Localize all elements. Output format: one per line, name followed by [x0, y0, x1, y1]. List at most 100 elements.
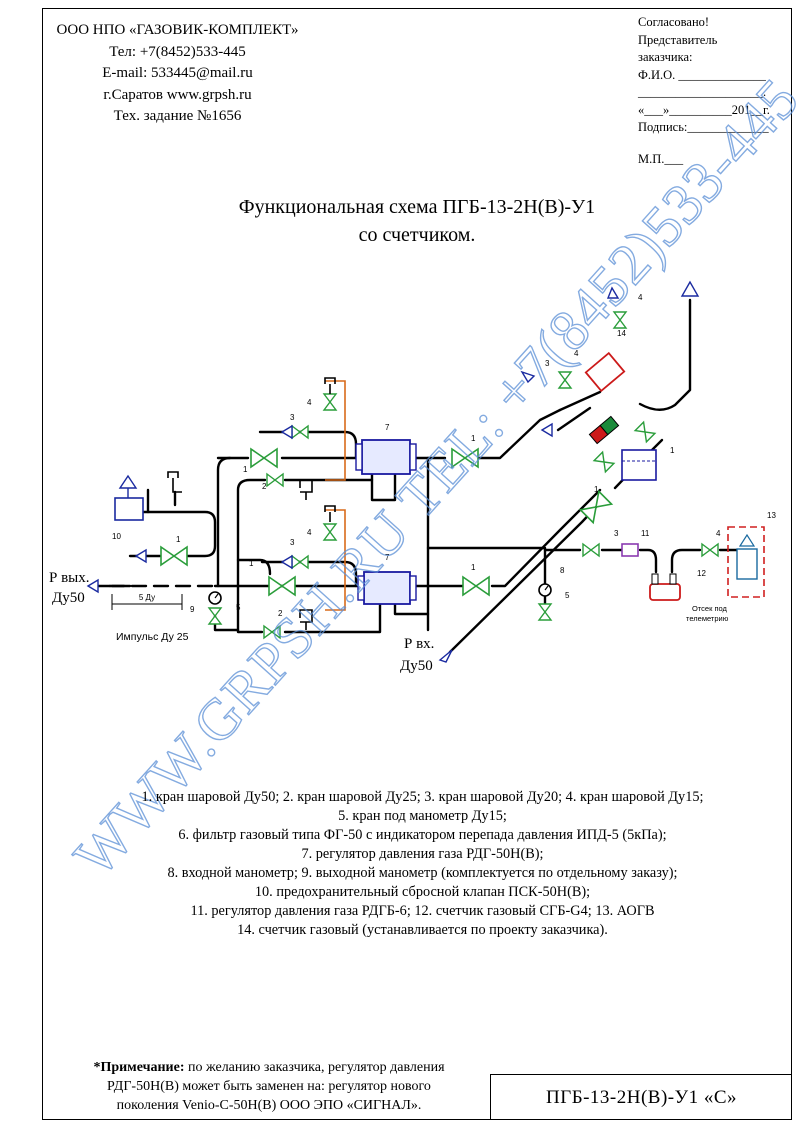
- ball-valve-4: [558, 371, 572, 389]
- outlet-label: Р вых.: [49, 570, 90, 586]
- ball-valve-4: [323, 393, 337, 411]
- approval-line: ____________________.: [638, 85, 767, 99]
- position-number: 2: [262, 482, 267, 491]
- manometer-valve-5: [538, 603, 552, 621]
- ball-valve-1: [160, 546, 188, 566]
- position-number: 14: [617, 329, 626, 338]
- position-number: 2: [278, 609, 283, 618]
- relief-valve-10: [114, 474, 144, 521]
- approval-line: Ф.И.О. ______________: [638, 67, 766, 82]
- vent-arrow: [540, 422, 553, 438]
- position-number: 12: [697, 569, 706, 578]
- vent-arrow: [280, 554, 293, 570]
- filter-box: [621, 449, 657, 481]
- inlet-size: Ду50: [400, 658, 433, 674]
- ball-valve: [634, 421, 656, 443]
- ball-valve: [593, 451, 615, 473]
- legend-line: 8. входной манометр; 9. выходной маномет…: [167, 865, 678, 881]
- position-number: 4: [716, 529, 721, 538]
- note-prefix: *Примечание:: [93, 1060, 185, 1075]
- ball-valve-2: [263, 625, 281, 639]
- legend-line: 1. кран шаровой Ду50; 2. кран шаровой Ду…: [141, 789, 704, 805]
- telemetry-label-2: телеметрию: [686, 614, 729, 623]
- ball-valve-4: [701, 543, 719, 557]
- note-text: по желанию заказчика, регулятор давления: [184, 1060, 445, 1075]
- note-text: поколения Venio-C-50Н(В) ООО ЭПО «СИГНАЛ…: [116, 1098, 422, 1113]
- position-number: 4: [307, 398, 312, 407]
- dimension-5du: 5 Ду: [111, 593, 183, 610]
- legend-line: 6. фильтр газовый типа ФГ-50 с индикатор…: [178, 827, 667, 843]
- ball-valve-1: [451, 448, 479, 468]
- inlet-arrow: [438, 649, 453, 663]
- position-number: 3: [290, 413, 295, 422]
- position-number: 3: [290, 538, 295, 547]
- approval-stamp-place: М.П.___: [638, 151, 684, 166]
- ball-valve-1: [462, 576, 490, 596]
- position-number: 1: [670, 446, 675, 455]
- approval-line: «___»__________201__г.: [638, 102, 770, 117]
- gas-meter-14: [584, 351, 626, 393]
- regulator-7-lower: [357, 571, 417, 605]
- top-arrow: [680, 280, 700, 297]
- position-number: 13: [767, 511, 776, 520]
- position-number: 1: [243, 465, 248, 474]
- position-number: 1: [176, 535, 181, 544]
- gas-meter-12: [649, 573, 681, 601]
- page-subtitle: со счетчиком.: [358, 224, 476, 246]
- position-number: 4: [638, 293, 643, 302]
- manometer-valve-5: [208, 607, 222, 625]
- approval-line: Подпись:_____________: [638, 120, 769, 134]
- approval-line: Согласовано!: [638, 15, 710, 29]
- legend-line: 5. кран под манометр Ду15;: [338, 808, 507, 824]
- vent-arrow: [134, 548, 147, 564]
- position-number: 4: [307, 528, 312, 537]
- drawing-frame: [42, 8, 792, 1120]
- position-number: 11: [641, 529, 650, 538]
- company-city-site: г.Саратов www.grpsh.ru: [103, 86, 252, 103]
- position-number: 8: [560, 566, 565, 575]
- outlet-arrow: [86, 578, 99, 594]
- legend-line: 14. счетчик газовый (устанавливается по …: [237, 922, 608, 938]
- manometer-9: [208, 591, 222, 605]
- position-number: 5: [236, 603, 241, 612]
- note-block: *Примечание: по желанию заказчика, регул…: [44, 1058, 494, 1115]
- approval-line: заказчика:: [638, 50, 693, 64]
- position-number: 1: [594, 485, 599, 494]
- position-number: 3: [545, 359, 550, 368]
- legend-line: 7. регулятор давления газа РДГ-50Н(В);: [301, 846, 544, 862]
- ball-valve-4: [323, 523, 337, 541]
- position-number: 7: [385, 553, 390, 562]
- position-number: 1: [471, 563, 476, 572]
- ball-valve-2: [266, 473, 284, 487]
- ball-valve-3: [291, 425, 309, 439]
- company-phone: Тел: +7(8452)533-445: [109, 43, 246, 60]
- position-number: 7: [385, 423, 390, 432]
- vent-arrow: [520, 370, 536, 384]
- position-number: 1: [249, 559, 254, 568]
- vent-arrow: [280, 424, 293, 440]
- ball-valve-3: [291, 555, 309, 569]
- position-number: 10: [112, 532, 121, 541]
- legend: 1. кран шаровой Ду50; 2. кран шаровой Ду…: [60, 788, 785, 940]
- position-number: 4: [574, 349, 579, 358]
- regulator-11: [621, 543, 639, 557]
- legend-line: 11. регулятор давления газа РДГБ-6; 12. …: [190, 903, 655, 919]
- technical-task: Тех. задание №1656: [113, 108, 242, 124]
- ball-valve-1: [268, 576, 296, 596]
- position-number: 9: [190, 605, 195, 614]
- note-text: РДГ-50Н(В) может быть заменен на: регуля…: [107, 1079, 431, 1094]
- dimension-label: 5 Ду: [139, 593, 155, 602]
- pressure-indicator: [588, 415, 620, 445]
- page-title: Функциональная схема ПГБ-13-2Н(В)-У1: [238, 196, 596, 218]
- company-name: ООО НПО «ГАЗОВИК-КОМПЛЕКТ»: [56, 22, 299, 38]
- title-stamp: ПГБ-13-2Н(В)-У1 «С»: [490, 1074, 792, 1120]
- stamp-text: ПГБ-13-2Н(В)-У1 «С»: [545, 1086, 738, 1108]
- regulator-7-upper: [355, 439, 417, 475]
- company-email: E-mail: 533445@mail.ru: [102, 65, 253, 81]
- position-number: 3: [614, 529, 619, 538]
- aogv-13: [727, 526, 765, 598]
- approval-block: Согласовано! Представитель заказчика: Ф.…: [638, 14, 788, 168]
- position-number: 5: [565, 591, 570, 600]
- ball-valve-3: [582, 543, 600, 557]
